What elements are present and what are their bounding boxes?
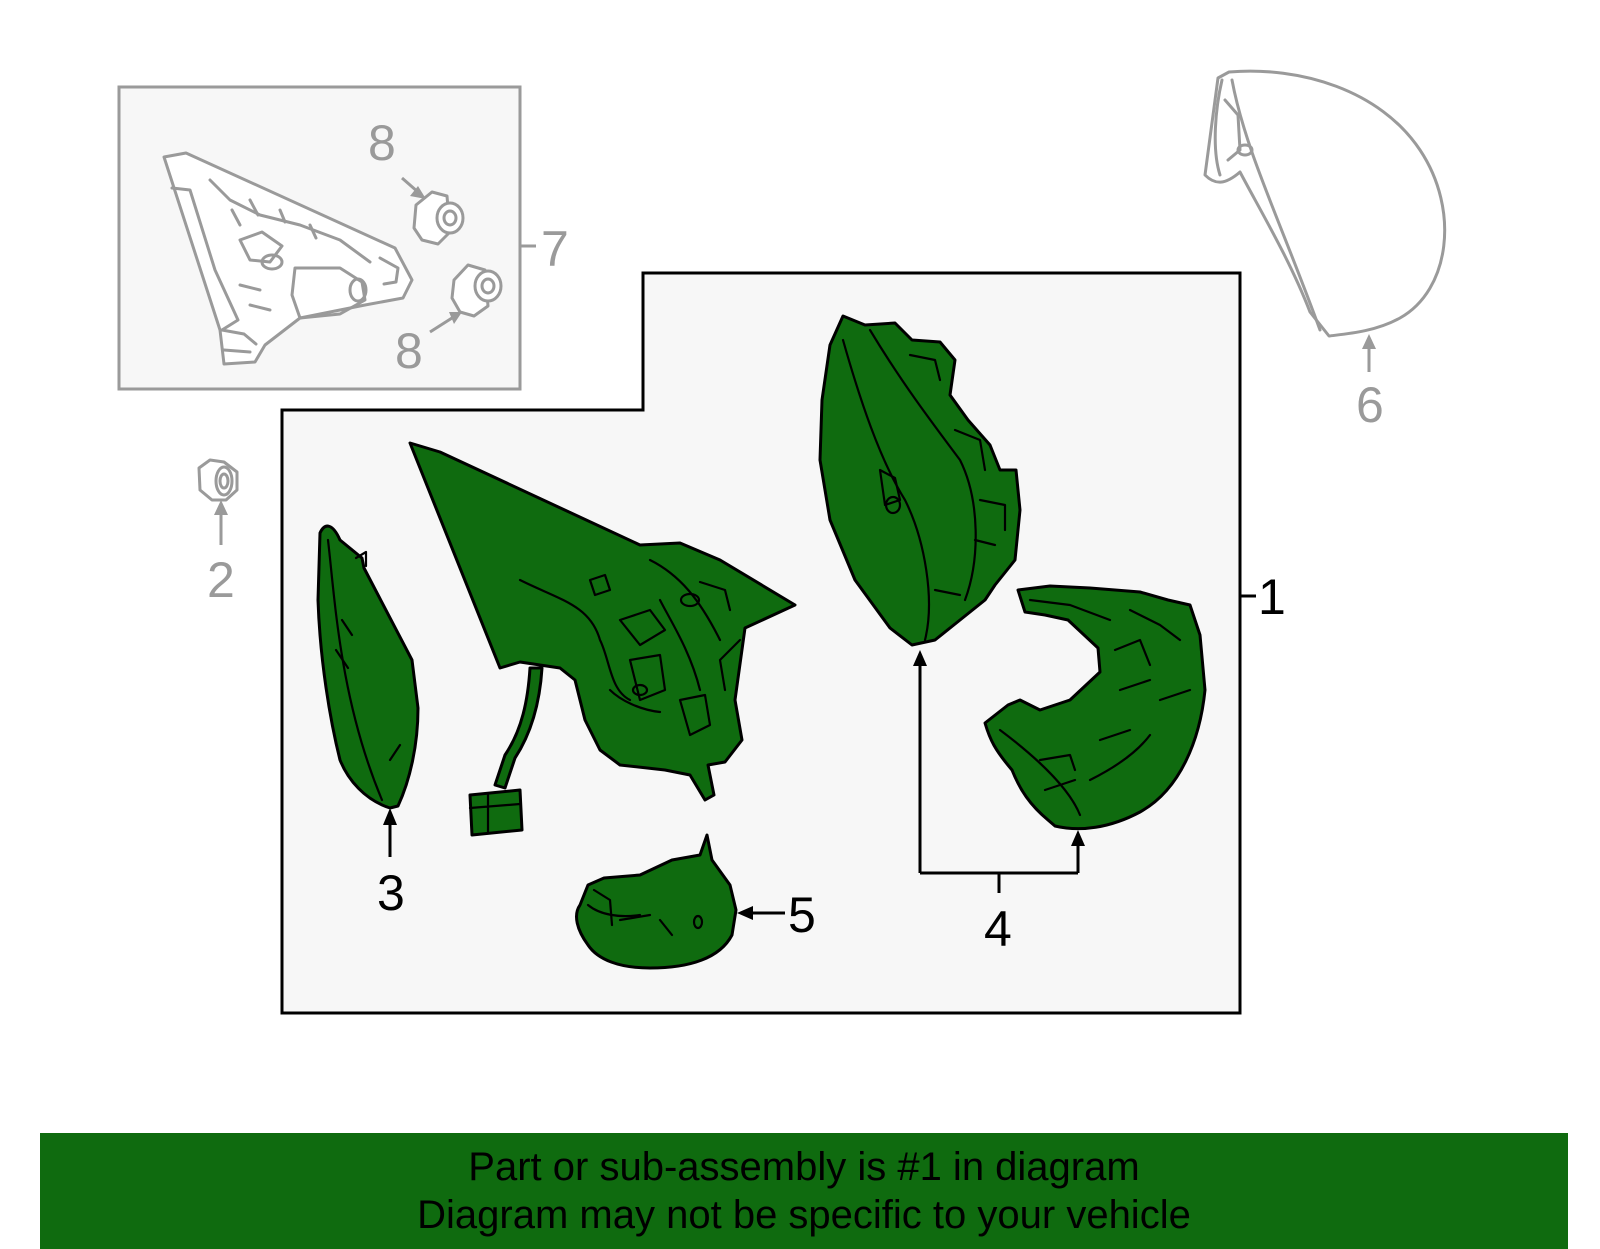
callout-6: 6 [1356,377,1384,433]
callout-5: 5 [788,887,816,943]
callout-8-upper: 8 [368,115,396,171]
callout-8-lower: 8 [395,323,423,379]
mirror-housing-rear[interactable] [983,584,1207,831]
callout-7: 7 [541,221,569,277]
banner-line-1: Part or sub-assembly is #1 in diagram [468,1145,1140,1189]
callout-4: 4 [984,901,1012,957]
nut-lower[interactable] [450,263,503,318]
mirror-actuator-harness[interactable] [408,441,797,837]
mirror-housing-front[interactable] [818,314,1022,647]
mirror-cover-cap[interactable] [1203,69,1447,338]
mirror-glass[interactable] [316,524,420,810]
callout-1: 1 [1258,569,1286,625]
info-banner: Part or sub-assembly is #1 in diagram Di… [40,1133,1568,1249]
mirror-base-part[interactable] [162,151,414,366]
nut-part-2[interactable] [197,458,239,502]
leader-lines [214,176,1376,920]
callout-3: 3 [377,865,405,921]
callout-2: 2 [207,552,235,608]
mirror-lower-cover[interactable] [575,833,738,970]
banner-line-2: Diagram may not be specific to your vehi… [417,1193,1191,1237]
nut-upper[interactable] [412,190,465,246]
